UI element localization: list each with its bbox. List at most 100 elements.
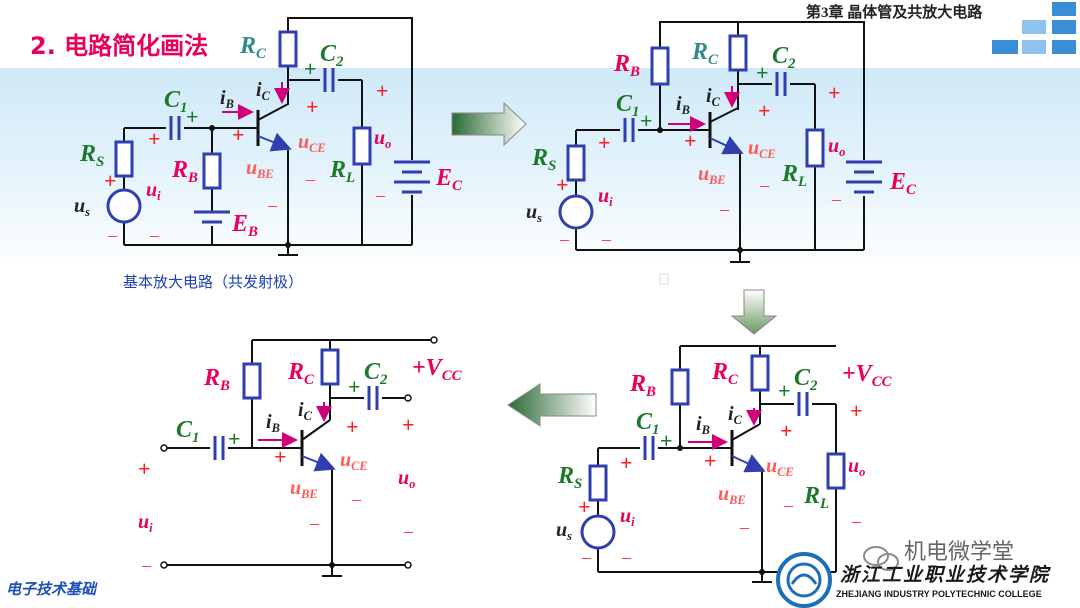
arrow-down-decoration — [730, 289, 778, 335]
chapter-title: 第3章 晶体管及共放大电路 — [806, 5, 983, 21]
d1-label-ube: uBE — [246, 157, 274, 182]
d1-label-ic: iC — [256, 79, 270, 104]
d4-terminal-vcc — [430, 336, 438, 344]
d3-label-us: us — [556, 519, 572, 544]
d3-label-rc: RC — [712, 359, 738, 389]
d3-label-c2: C2 — [794, 365, 818, 395]
d3-rb-resistor — [670, 368, 690, 406]
d1-sign-minus: – — [376, 185, 385, 205]
d2-ec-battery — [846, 160, 882, 194]
d4-sign-plus: + — [138, 456, 151, 481]
d1-eb-battery — [194, 210, 230, 224]
d4-c1-capacitor — [213, 436, 225, 460]
d3-rl-resistor — [826, 452, 846, 490]
d3-label-rs: RS — [558, 463, 583, 493]
d1-label-rs: RS — [80, 141, 105, 171]
d1-label-ib: iB — [220, 87, 234, 112]
d2-sign-minus: – — [602, 229, 611, 249]
d2-us-source — [558, 194, 594, 230]
corner-squares-decoration — [992, 2, 1076, 54]
d1-sign-minus: – — [108, 225, 117, 245]
d2-rc-resistor — [728, 34, 748, 72]
d2-label-ube: uBE — [698, 163, 726, 188]
d1-sign-plus: + — [232, 122, 245, 147]
d2-sign-plus-green: + — [756, 60, 769, 85]
d2-sign-plus: + — [684, 128, 697, 153]
diagram1-components — [106, 30, 430, 256]
d2-sign-plus: + — [828, 80, 841, 105]
d1-label-ui: ui — [146, 179, 161, 204]
d2-label-c1: C1 — [616, 91, 640, 121]
d4-terminal-out-gnd — [404, 561, 412, 569]
d1-sign-plus-green: + — [186, 104, 199, 129]
d1-c1-capacitor — [169, 116, 181, 140]
d2-rl-resistor — [805, 128, 825, 168]
d3-rc-resistor — [750, 354, 770, 392]
d2-sign-plus-green: + — [640, 108, 653, 133]
d3-c1-capacitor — [643, 436, 655, 460]
d1-ec-battery — [394, 160, 430, 194]
d4-rc-resistor — [320, 348, 340, 386]
small-white-square-decoration — [659, 273, 669, 285]
d4-sign-minus: – — [352, 489, 361, 509]
d1-label-c2: C2 — [320, 41, 344, 71]
d1-rc-resistor — [278, 30, 298, 68]
d2-sign-plus: + — [758, 98, 771, 123]
d4-label-rb: RB — [204, 365, 230, 395]
d4-sign-minus: – — [404, 521, 413, 541]
college-name-en: ZHEJIANG INDUSTRY POLYTECHNIC COLLEGE — [836, 589, 1042, 599]
d3-sign-plus: + — [620, 450, 633, 475]
d4-sign-plus: + — [402, 412, 415, 437]
d1-sign-plus: + — [306, 94, 319, 119]
d4-terminal-in-gnd — [160, 561, 168, 569]
d2-label-rl: RL — [782, 161, 808, 191]
d3-label-ube: uBE — [718, 483, 746, 508]
d2-label-c2: C2 — [772, 43, 796, 73]
arrow-right-decoration — [451, 101, 527, 147]
d3-c2-capacitor — [797, 392, 809, 416]
arrow-left-decoration — [507, 383, 597, 427]
d3-sign-plus: + — [578, 494, 591, 519]
d1-sign-plus: + — [104, 168, 117, 193]
d3-sign-plus: + — [780, 418, 793, 443]
d1-label-uce: uCE — [298, 131, 326, 156]
d1-sign-plus: + — [148, 126, 161, 151]
d2-label-rs: RS — [532, 145, 557, 175]
watermark-text: 机电微学堂 — [904, 540, 1015, 565]
d2-label-ec: EC — [890, 169, 916, 199]
d4-label-rc: RC — [288, 359, 314, 389]
d2-sign-minus: – — [560, 229, 569, 249]
d2-sign-minus: – — [832, 189, 841, 209]
d3-sign-minus: – — [852, 511, 861, 531]
d1-sign-minus: – — [306, 169, 315, 189]
d2-sign-plus: + — [556, 172, 569, 197]
d2-label-ui: ui — [598, 185, 613, 210]
d4-label-uo: uo — [398, 467, 416, 492]
d4-label-ib: iB — [266, 411, 280, 436]
diagram1-caption: 基本放大电路（共发射极） — [123, 273, 304, 291]
d1-rs-resistor — [114, 140, 134, 178]
d1-label-c1: C1 — [164, 87, 188, 117]
wechat-icon — [863, 546, 899, 571]
d2-label-rb: RB — [614, 51, 640, 81]
d4-label-ube: uBE — [290, 477, 318, 502]
d1-label-rb: RB — [172, 157, 198, 187]
d4-rb-resistor — [242, 362, 262, 400]
d2-sign-minus: – — [720, 199, 729, 219]
diagram4-components — [160, 336, 438, 577]
d2-label-uce: uCE — [748, 137, 776, 162]
college-name-cn: 浙江工业职业技术学院 — [840, 564, 1051, 586]
d2-rb-resistor — [650, 46, 670, 86]
d4-c2-capacitor — [367, 386, 379, 410]
d1-rl-resistor — [352, 126, 372, 166]
d1-label-rl: RL — [330, 157, 356, 187]
d3-label-ui: ui — [620, 505, 635, 530]
d1-sign-plus-green: + — [304, 56, 317, 81]
d1-label-eb: EB — [232, 211, 258, 241]
d4-terminal-out — [404, 394, 412, 402]
d3-label-ib: iB — [696, 413, 710, 438]
d1-rb-resistor — [202, 152, 222, 190]
d1-label-uo: uo — [374, 127, 392, 152]
diagram1-circuit — [123, 17, 413, 246]
